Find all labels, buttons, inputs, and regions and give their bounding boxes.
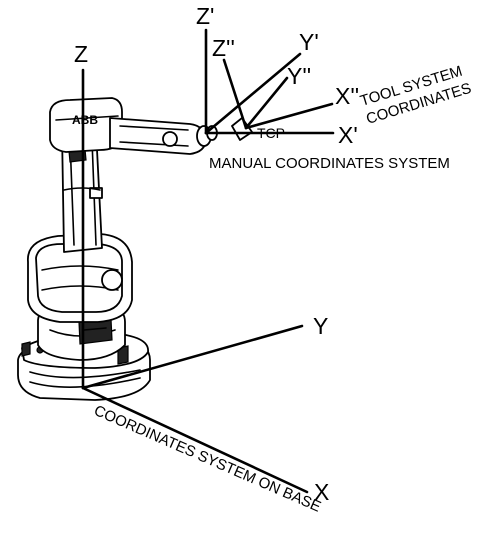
- base-system-caption: COORDINATES SYSTEM ON BASE: [91, 402, 323, 516]
- base-x-axis: [81, 386, 309, 494]
- robot-forearm: [109, 117, 207, 155]
- robot-illustration: ABB: [17, 97, 253, 401]
- base-x-label: X: [314, 479, 329, 505]
- tool-x-label: X'': [335, 83, 359, 109]
- tool-z-label: Z'': [212, 35, 235, 61]
- tool-z-axis: [222, 58, 248, 130]
- base-z-label: Z: [74, 41, 88, 67]
- manual-coordinate-system: Z' Y' X' MANUAL COORDINATES SYSTEM: [196, 3, 450, 172]
- tool-y-label: Y'': [287, 63, 311, 89]
- brand-logo-text: ABB: [72, 113, 98, 127]
- tool-x-axis: [244, 102, 334, 130]
- manual-z-label: Z': [196, 3, 214, 29]
- base-y-axis: [81, 324, 304, 390]
- manual-x-label: X': [338, 122, 358, 148]
- manual-y-axis: [204, 52, 302, 135]
- tcp-label: TCP: [257, 125, 285, 141]
- base-y-label: Y: [313, 313, 328, 339]
- manual-y-label: Y': [299, 29, 319, 55]
- manual-system-caption: MANUAL COORDINATES SYSTEM: [209, 155, 450, 172]
- tool-block: [231, 117, 253, 141]
- tool-coordinate-system: Z'' Y'' X'' TOOL SYSTEM COORDINATES TCP: [212, 35, 473, 141]
- tool-y-axis: [244, 76, 289, 130]
- robot-lower-arm: [27, 233, 133, 323]
